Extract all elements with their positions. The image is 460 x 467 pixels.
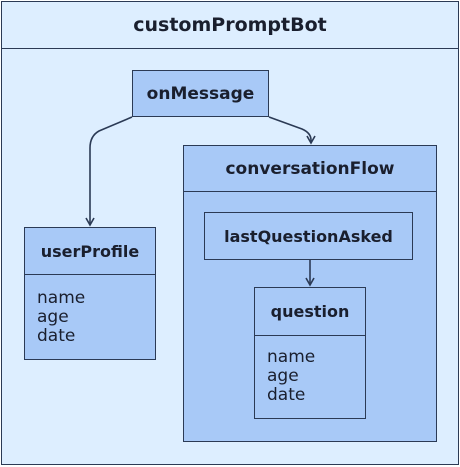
user-profile-field: age bbox=[37, 307, 69, 327]
last-question-asked-node[interactable]: lastQuestionAsked bbox=[204, 212, 413, 260]
edge-onmessage-conversationflow bbox=[268, 116, 316, 145]
question-label: question bbox=[270, 302, 350, 321]
diagram-title: customPromptBot bbox=[2, 2, 458, 49]
user-profile-header: userProfile bbox=[25, 228, 155, 275]
on-message-label: onMessage bbox=[146, 83, 255, 104]
user-profile-field: date bbox=[37, 326, 76, 346]
question-class-box[interactable]: question name age date bbox=[254, 287, 366, 419]
user-profile-label: userProfile bbox=[40, 241, 140, 261]
question-field: date bbox=[267, 385, 306, 405]
last-question-asked-label: lastQuestionAsked bbox=[224, 226, 393, 246]
question-field: name bbox=[267, 347, 316, 367]
user-profile-fields: name age date bbox=[37, 289, 85, 346]
question-header: question bbox=[255, 288, 365, 336]
user-profile-class-box[interactable]: userProfile name age date bbox=[24, 227, 156, 360]
edge-onmessage-userprofile bbox=[85, 116, 133, 227]
question-field: age bbox=[267, 366, 299, 386]
on-message-node[interactable]: onMessage bbox=[132, 70, 269, 117]
conversation-flow-header: conversationFlow bbox=[184, 146, 436, 192]
user-profile-field: name bbox=[37, 288, 86, 308]
question-fields: name age date bbox=[267, 348, 315, 405]
conversation-flow-label: conversationFlow bbox=[225, 158, 395, 179]
